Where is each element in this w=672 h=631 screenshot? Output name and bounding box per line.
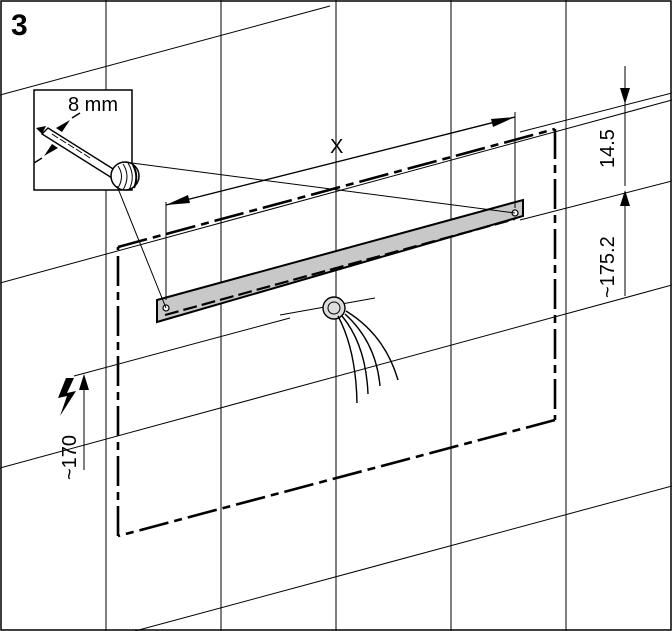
drill-leader-lines xyxy=(116,161,516,309)
cable-outlet-icon xyxy=(279,296,399,404)
electrical-hazard-icon xyxy=(58,378,76,416)
dimension-x-label: X xyxy=(330,136,343,158)
step-number: 3 xyxy=(11,9,28,42)
dimension-cable-label: ~170 xyxy=(59,435,81,480)
appliance-outline xyxy=(116,127,557,538)
dimension-top-label: 14.5 xyxy=(597,129,619,168)
dimension-top xyxy=(519,66,672,296)
dimension-x xyxy=(165,112,516,300)
drill-bit-icon xyxy=(33,112,120,179)
dimension-cable-height xyxy=(73,317,291,470)
step-number-box xyxy=(2,2,50,44)
drill-bit-label: 8 mm xyxy=(68,94,118,116)
drill-chuck-icon xyxy=(110,161,140,191)
dimension-height-label: ~175.2 xyxy=(597,236,619,298)
bracket-hidden-edge xyxy=(164,217,516,317)
tile-grid-diagonal xyxy=(0,5,672,631)
